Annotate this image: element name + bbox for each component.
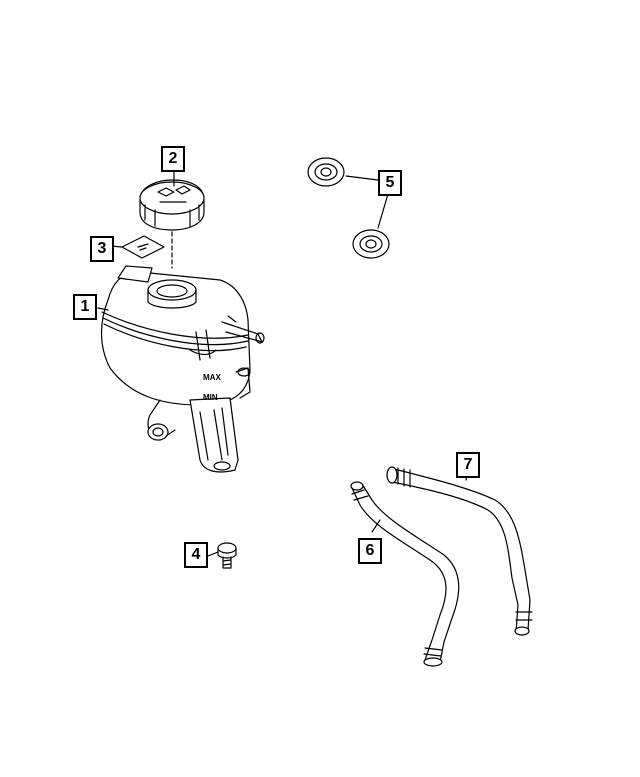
reservoir-max-marking: MAX — [203, 373, 221, 382]
callout-5: 5 — [378, 170, 402, 196]
leader-5a — [345, 175, 379, 181]
callout-7: 7 — [456, 452, 480, 478]
callout-3: 3 — [90, 236, 114, 262]
leader-5b — [377, 193, 389, 229]
pressure-cap — [139, 179, 205, 231]
callout-4: 4 — [184, 542, 208, 568]
callout-2: 2 — [161, 146, 185, 172]
leader-1 — [97, 307, 109, 311]
leader-6 — [371, 519, 381, 533]
leader-4 — [207, 551, 219, 557]
grommet-lower — [352, 229, 390, 259]
callout-6: 6 — [358, 538, 382, 564]
mounting-bolt — [217, 542, 237, 569]
hose-7 — [386, 466, 533, 636]
reservoir-min-marking: MIN — [203, 393, 218, 402]
grommet-upper — [307, 157, 345, 187]
coolant-reservoir — [100, 265, 265, 473]
callout-1: 1 — [73, 294, 97, 320]
warning-label — [121, 235, 165, 259]
hose-6 — [350, 481, 460, 667]
